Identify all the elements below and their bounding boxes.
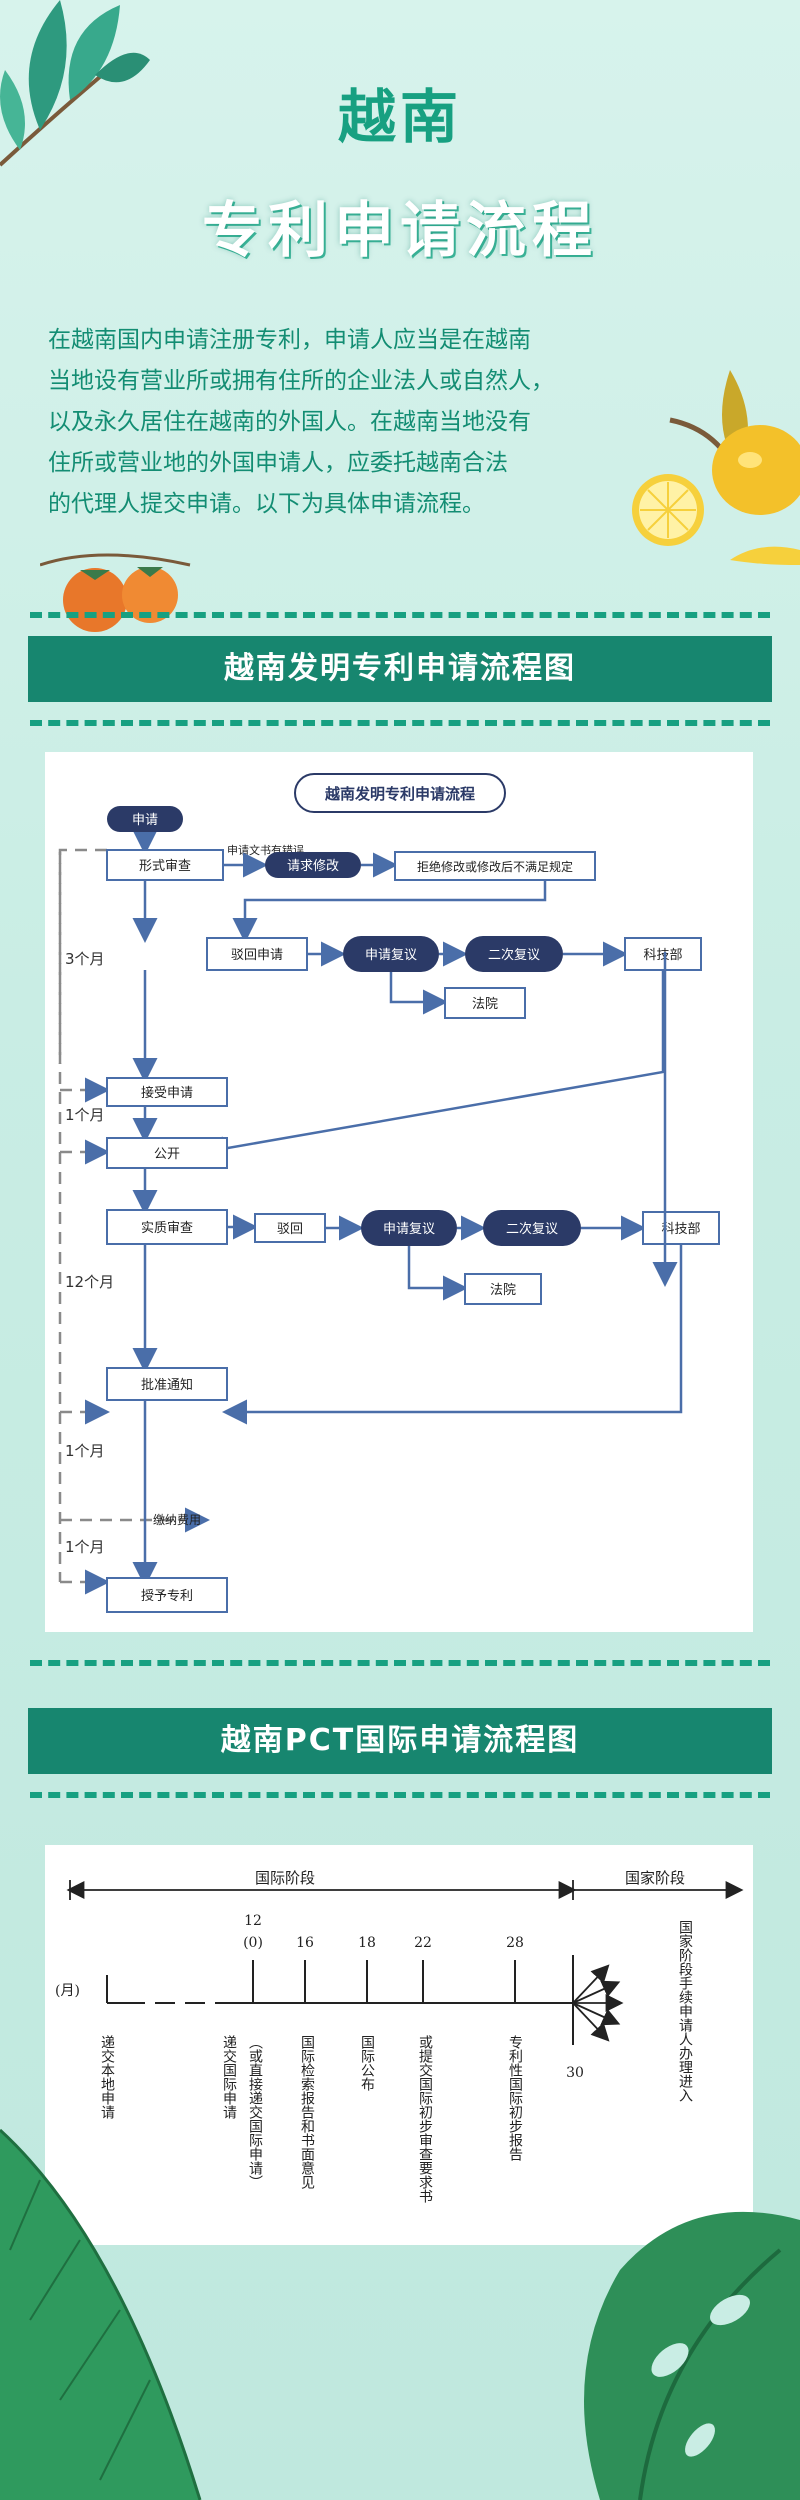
duration-label: 3个月 xyxy=(65,950,105,968)
node-label: 二次复议 xyxy=(506,1221,558,1237)
invention-flowchart: 越南发明专利申请流程 3个月 1个月 12个月 1个月 1个月 xyxy=(58,773,720,1613)
phase-international: 国际阶段 xyxy=(255,1869,315,1887)
intro-line: 在越南国内申请注册专利，申请人应当是在越南 xyxy=(48,327,531,353)
node-label: 接受申请 xyxy=(141,1085,193,1101)
node-second-appeal-1 xyxy=(465,936,563,972)
dashed-divider xyxy=(30,612,770,618)
node-appeal-1 xyxy=(343,936,439,972)
duration-label: 12个月 xyxy=(65,1273,114,1291)
tick-label: 18 xyxy=(358,1935,376,1951)
node-second-appeal-2 xyxy=(483,1210,581,1246)
node-court-2 xyxy=(464,1273,542,1305)
node-reject-2 xyxy=(254,1213,326,1243)
intro-line: 当地设有营业所或拥有住所的企业法人或自然人， xyxy=(48,368,554,394)
tick-label: 16 xyxy=(296,1935,314,1951)
intro-line: 的代理人提交申请。以下为具体申请流程。 xyxy=(48,491,485,517)
node-appeal-2 xyxy=(361,1210,457,1246)
intro-line: 住所或营业地的外国申请人，应委托越南合法 xyxy=(48,450,508,476)
leaf-decoration-top-left xyxy=(0,0,150,167)
node-label: 申请 xyxy=(132,813,158,828)
col-label-exam-req: 或提交国际初步审查要求书 xyxy=(417,2035,433,2203)
dashed-divider xyxy=(30,1660,770,1666)
node-apply xyxy=(107,806,183,832)
intro-text: 在越南国内申请注册专利，申请人应当是在越南 当地设有营业所或拥有住所的企业法人或… xyxy=(48,320,638,525)
duration-label: 1个月 xyxy=(65,1442,105,1460)
tick-label: 28 xyxy=(506,1935,524,1951)
node-substantive xyxy=(106,1209,228,1245)
flow-title-box xyxy=(294,773,506,813)
col-label-search: 国际检索报告和书面意见 xyxy=(299,2035,315,2190)
col-label-local: 递交本地申请 xyxy=(99,2035,115,2119)
tick-label: (0) xyxy=(243,1935,263,1951)
lemon-decoration xyxy=(632,370,800,565)
pct-timeline: 国际阶段 国家阶段 12 (0) 16 18 22 28 (月) xyxy=(55,1869,744,2203)
tick-label: 22 xyxy=(414,1935,432,1951)
col-label-intl: 递交国际申请 xyxy=(221,2035,237,2119)
node-label: 公开 xyxy=(154,1147,180,1162)
node-reject-fail xyxy=(394,851,596,881)
node-request-amend xyxy=(265,852,361,878)
duration-label: 1个月 xyxy=(65,1538,105,1556)
node-approval xyxy=(106,1367,228,1401)
node-publish xyxy=(106,1137,228,1169)
section-banner-invention: 越南发明专利申请流程图 xyxy=(28,636,772,702)
page-subtitle: 专利申请流程 xyxy=(202,196,598,266)
tick-label: 30 xyxy=(566,2065,584,2081)
leaf-decoration-bottom-right xyxy=(584,2211,800,2500)
node-label: 法院 xyxy=(472,997,498,1012)
node-label: 实质审查 xyxy=(141,1221,193,1236)
node-formal-exam xyxy=(106,849,224,881)
node-label: 申请复议 xyxy=(383,1222,435,1237)
node-label: 申请复议 xyxy=(365,948,417,963)
month-unit-label: (月) xyxy=(55,1983,80,1999)
node-label: 授予专利 xyxy=(141,1589,193,1604)
node-sci-dept-1 xyxy=(624,937,702,971)
node-label: 形式审查 xyxy=(139,859,191,874)
tick-label: 12 xyxy=(244,1913,262,1929)
node-label: 二次复议 xyxy=(488,947,540,963)
dashed-divider xyxy=(30,720,770,726)
col-label-publish: 国际公布 xyxy=(359,2035,375,2091)
node-label: 科技部 xyxy=(643,948,682,963)
node-label: 法院 xyxy=(490,1283,516,1298)
flow-title: 越南发明专利申请流程 xyxy=(324,785,475,803)
node-label: 拒绝修改或修改后不满足规定 xyxy=(417,859,573,874)
invention-flowchart-panel: 越南发明专利申请流程 3个月 1个月 12个月 1个月 1个月 xyxy=(45,752,753,1632)
node-accept xyxy=(106,1077,228,1107)
intro-line: 以及永久居住在越南的外国人。在越南当地没有 xyxy=(48,409,531,435)
persimmon-decoration xyxy=(40,553,191,632)
node-label: 科技部 xyxy=(661,1222,700,1237)
node-grant xyxy=(106,1577,228,1613)
col-label-national: 国家阶段手续申请人办理进入 xyxy=(677,1920,693,2102)
page-title: 越南 xyxy=(337,83,462,151)
node-sci-dept-2 xyxy=(642,1211,720,1245)
dashed-divider xyxy=(30,1792,770,1798)
col-label-direct: （或直接递交国际申请） xyxy=(247,2035,263,2189)
duration-label: 1个月 xyxy=(65,1106,105,1124)
phase-national: 国家阶段 xyxy=(625,1869,685,1887)
node-label: 批准通知 xyxy=(141,1377,193,1393)
node-label: 驳回申请 xyxy=(231,948,283,963)
node-label: 请求修改 xyxy=(287,859,339,874)
col-label-prelim: 专利性国际初步报告 xyxy=(507,2035,523,2161)
leaf-decoration-bottom-left xyxy=(0,2128,202,2500)
pct-timeline-panel: 国际阶段 国家阶段 12 (0) 16 18 22 28 (月) xyxy=(45,1845,753,2245)
node-label: 驳回 xyxy=(277,1222,303,1237)
node-court-1 xyxy=(444,987,526,1019)
section-banner-pct: 越南PCT国际申请流程图 xyxy=(28,1708,772,1774)
node-label: 缴纳费用 xyxy=(153,1512,201,1527)
